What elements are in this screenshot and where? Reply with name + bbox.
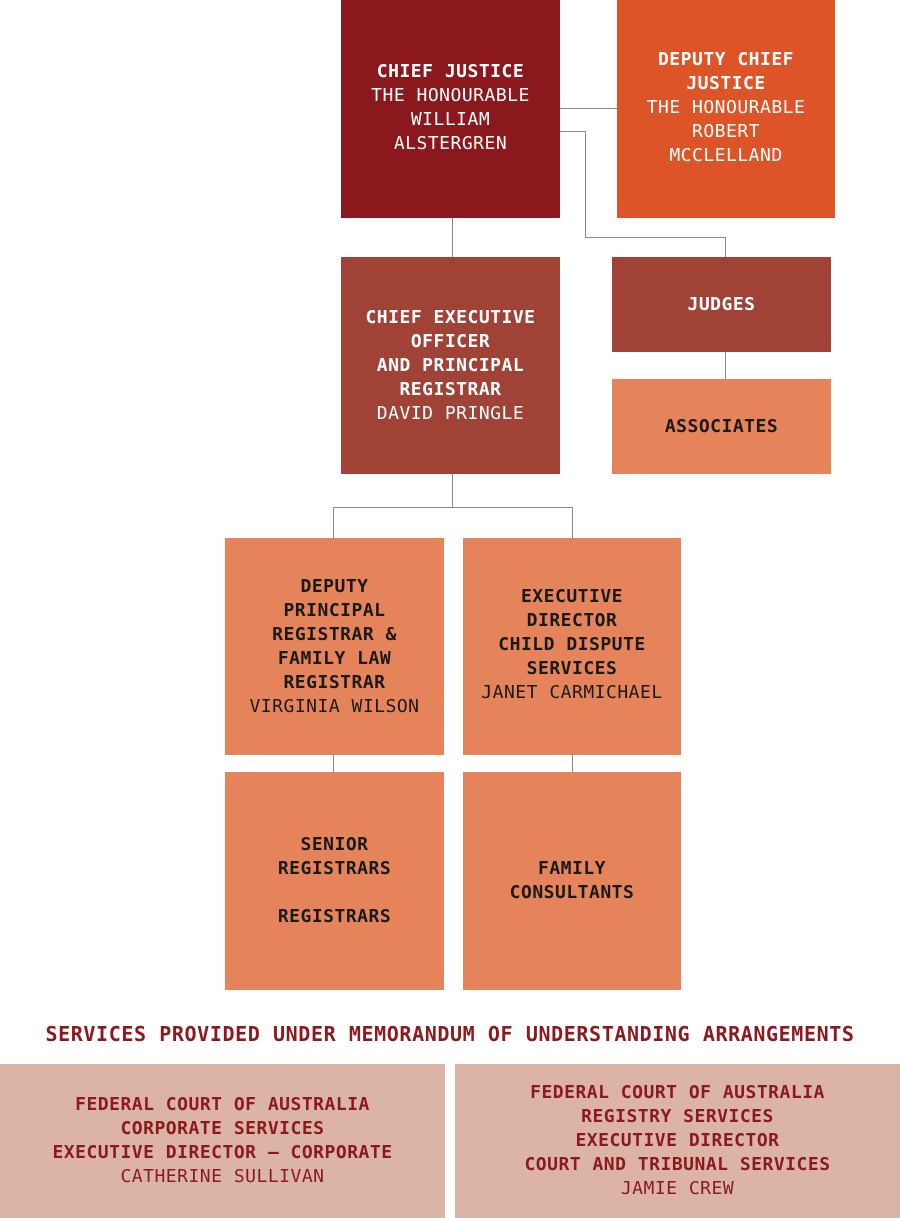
judges-box: JUDGES xyxy=(612,257,831,352)
deputy-principal-registrar-box: DEPUTY PRINCIPAL REGISTRAR & FAMILY LAW … xyxy=(225,538,444,755)
connector-branch-left xyxy=(333,507,334,538)
family-consultants-box: FAMILY CONSULTANTS xyxy=(463,772,681,990)
family-consultants-title: FAMILY CONSULTANTS xyxy=(509,858,635,903)
deputy-principal-registrar-name: VIRGINIA WILSON xyxy=(249,695,420,717)
deputy-chief-justice-title: DEPUTY CHIEF JUSTICE xyxy=(657,49,795,94)
connector-cj-to-judges-v1 xyxy=(585,131,586,238)
executive-director-cds-name: JANET CARMICHAEL xyxy=(481,682,663,703)
mou-corporate-name: CATHERINE SULLIVAN xyxy=(120,1166,325,1187)
registrars-box: SENIOR REGISTRARS REGISTRARS xyxy=(225,772,444,990)
associates-box: ASSOCIATES xyxy=(612,379,831,474)
mou-corporate-title: FEDERAL COURT OF AUSTRALIA CORPORATE SER… xyxy=(52,1094,393,1163)
mou-registry-title: FEDERAL COURT OF AUSTRALIA REGISTRY SERV… xyxy=(524,1082,831,1175)
connector-cds-to-consultants xyxy=(572,755,573,772)
connector-dpr-to-registrars xyxy=(333,755,334,772)
connector-ceo-down xyxy=(452,474,453,508)
connector-ceo-branch xyxy=(333,507,573,508)
mou-heading: SERVICES PROVIDED UNDER MEMORANDUM OF UN… xyxy=(45,1022,855,1046)
ceo-box: CHIEF EXECUTIVE OFFICER AND PRINCIPAL RE… xyxy=(341,257,560,474)
associates-title: ASSOCIATES xyxy=(664,415,779,437)
connector-cj-to-ceo xyxy=(452,218,453,257)
connector-cj-to-judges-h1 xyxy=(560,131,585,132)
deputy-chief-justice-name: THE HONOURABLE ROBERT MCCLELLAND xyxy=(646,97,806,166)
connector-judges-to-associates xyxy=(725,352,726,379)
mou-registry-name: JAMIE CREW xyxy=(620,1178,735,1199)
connector-branch-right xyxy=(572,507,573,538)
executive-director-cds-title: EXECUTIVE DIRECTOR CHILD DISPUTE SERVICE… xyxy=(498,586,646,679)
chief-justice-name: THE HONOURABLE WILLIAM ALSTERGREN xyxy=(371,85,530,154)
chief-justice-title: CHIEF JUSTICE xyxy=(376,61,525,82)
registrars-title: SENIOR REGISTRARS REGISTRARS xyxy=(277,834,392,927)
ceo-name: DAVID PRINGLE xyxy=(376,402,525,424)
connector-cj-to-dcj xyxy=(560,108,617,109)
mou-corporate-box: FEDERAL COURT OF AUSTRALIA CORPORATE SER… xyxy=(0,1064,445,1218)
connector-cj-to-judges-h2 xyxy=(585,237,726,238)
connector-cj-to-judges-v2 xyxy=(725,237,726,257)
mou-registry-box: FEDERAL COURT OF AUSTRALIA REGISTRY SERV… xyxy=(455,1064,900,1218)
deputy-principal-registrar-title: DEPUTY PRINCIPAL REGISTRAR & FAMILY LAW … xyxy=(272,575,397,693)
chief-justice-box: CHIEF JUSTICE THE HONOURABLE WILLIAM ALS… xyxy=(341,0,560,218)
deputy-chief-justice-box: DEPUTY CHIEF JUSTICE THE HONOURABLE ROBE… xyxy=(617,0,835,218)
ceo-title: CHIEF EXECUTIVE OFFICER AND PRINCIPAL RE… xyxy=(365,306,536,400)
judges-title: JUDGES xyxy=(687,293,756,315)
executive-director-cds-box: EXECUTIVE DIRECTOR CHILD DISPUTE SERVICE… xyxy=(463,538,681,755)
